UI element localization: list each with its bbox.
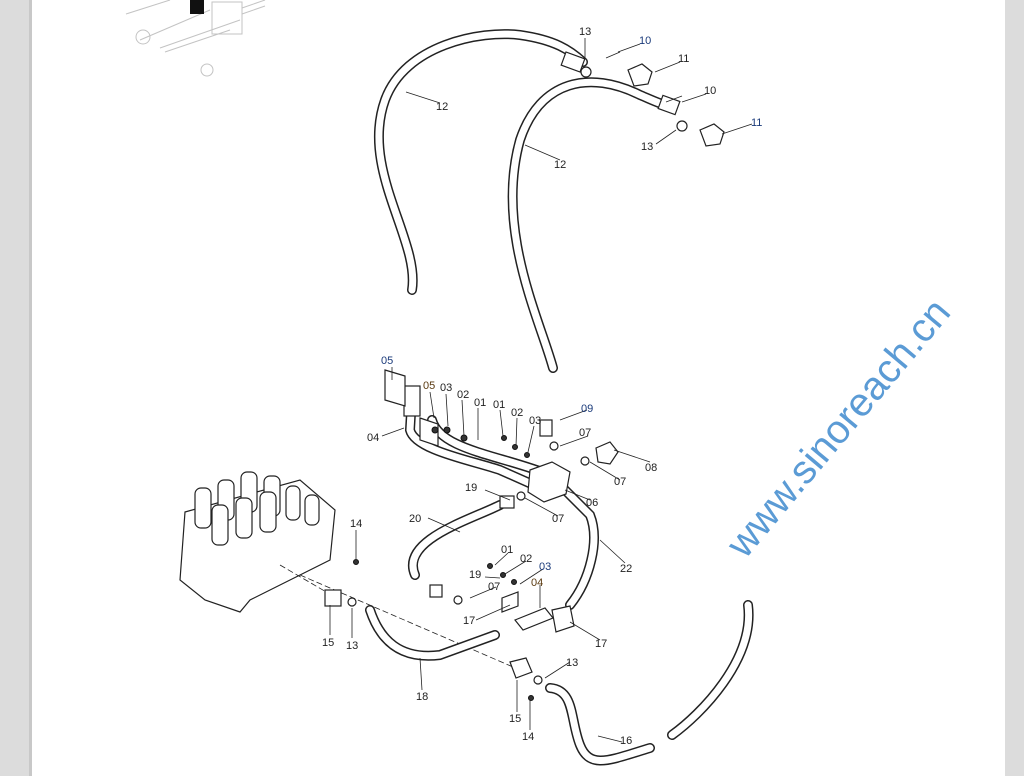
callout-label: 07 [552, 513, 564, 525]
callout-label: 05 [381, 355, 393, 367]
callout-label: 13 [346, 640, 358, 652]
callout-label: 09 [581, 403, 593, 415]
callout-label: 11 [678, 53, 689, 65]
callout-label: 17 [463, 615, 475, 627]
callout-label: 03 [529, 415, 541, 427]
callout-label: 14 [350, 518, 362, 530]
callout-label: 07 [579, 427, 591, 439]
callout-label: 15 [509, 713, 521, 725]
callout-label: 07 [614, 476, 626, 488]
callout-label: 01 [474, 397, 486, 409]
hose-16 [509, 657, 655, 766]
callout-label: 07 [488, 581, 500, 593]
hose-12-left [373, 29, 588, 295]
callout-label: 03 [539, 561, 551, 573]
callout-label: 03 [440, 382, 452, 394]
callout-label: 10 [639, 35, 651, 47]
callout-label: 19 [469, 569, 481, 581]
callout-label: 16 [620, 735, 632, 747]
callout-label: 11 [751, 117, 762, 129]
fittings-top [560, 51, 725, 147]
callout-label: 06 [586, 497, 598, 509]
callout-label: 02 [457, 389, 469, 401]
hose-18 [365, 605, 500, 661]
callout-label: 02 [520, 553, 532, 565]
callout-label: 13 [641, 141, 653, 153]
callout-label: 17 [595, 638, 607, 650]
callout-labels: 13 10 11 12 10 11 13 12 05 05 03 02 01 0… [322, 26, 762, 747]
callout-label: 22 [620, 563, 632, 575]
callout-label: 20 [409, 513, 421, 525]
callout-label: 12 [554, 159, 566, 171]
callout-label: 15 [322, 637, 334, 649]
hose-12-right [507, 77, 670, 373]
callout-label: 10 [704, 85, 716, 97]
viewer-gutter [29, 0, 32, 776]
callout-label: 19 [465, 482, 477, 494]
tube-assembly [384, 369, 619, 633]
leader-lines [329, 38, 753, 743]
callout-label: 14 [522, 731, 534, 743]
callout-label: 13 [566, 657, 578, 669]
control-valve [179, 471, 521, 671]
document-page [32, 0, 1005, 776]
hose-loose [667, 600, 754, 740]
callout-label: 13 [579, 26, 591, 38]
callout-label: 01 [501, 544, 513, 556]
callout-label: 04 [531, 577, 543, 589]
callout-label: 01 [493, 399, 505, 411]
callout-label: 08 [645, 462, 657, 474]
locator-thumbnail [125, 0, 266, 77]
locator-highlight [190, 0, 204, 14]
callout-label: 18 [416, 691, 428, 703]
callout-label: 05 [423, 380, 435, 392]
watermark: www.sinoreach.cn [718, 291, 960, 567]
callout-label: 12 [436, 101, 448, 113]
callout-label: 04 [367, 432, 379, 444]
callout-label: 02 [511, 407, 523, 419]
